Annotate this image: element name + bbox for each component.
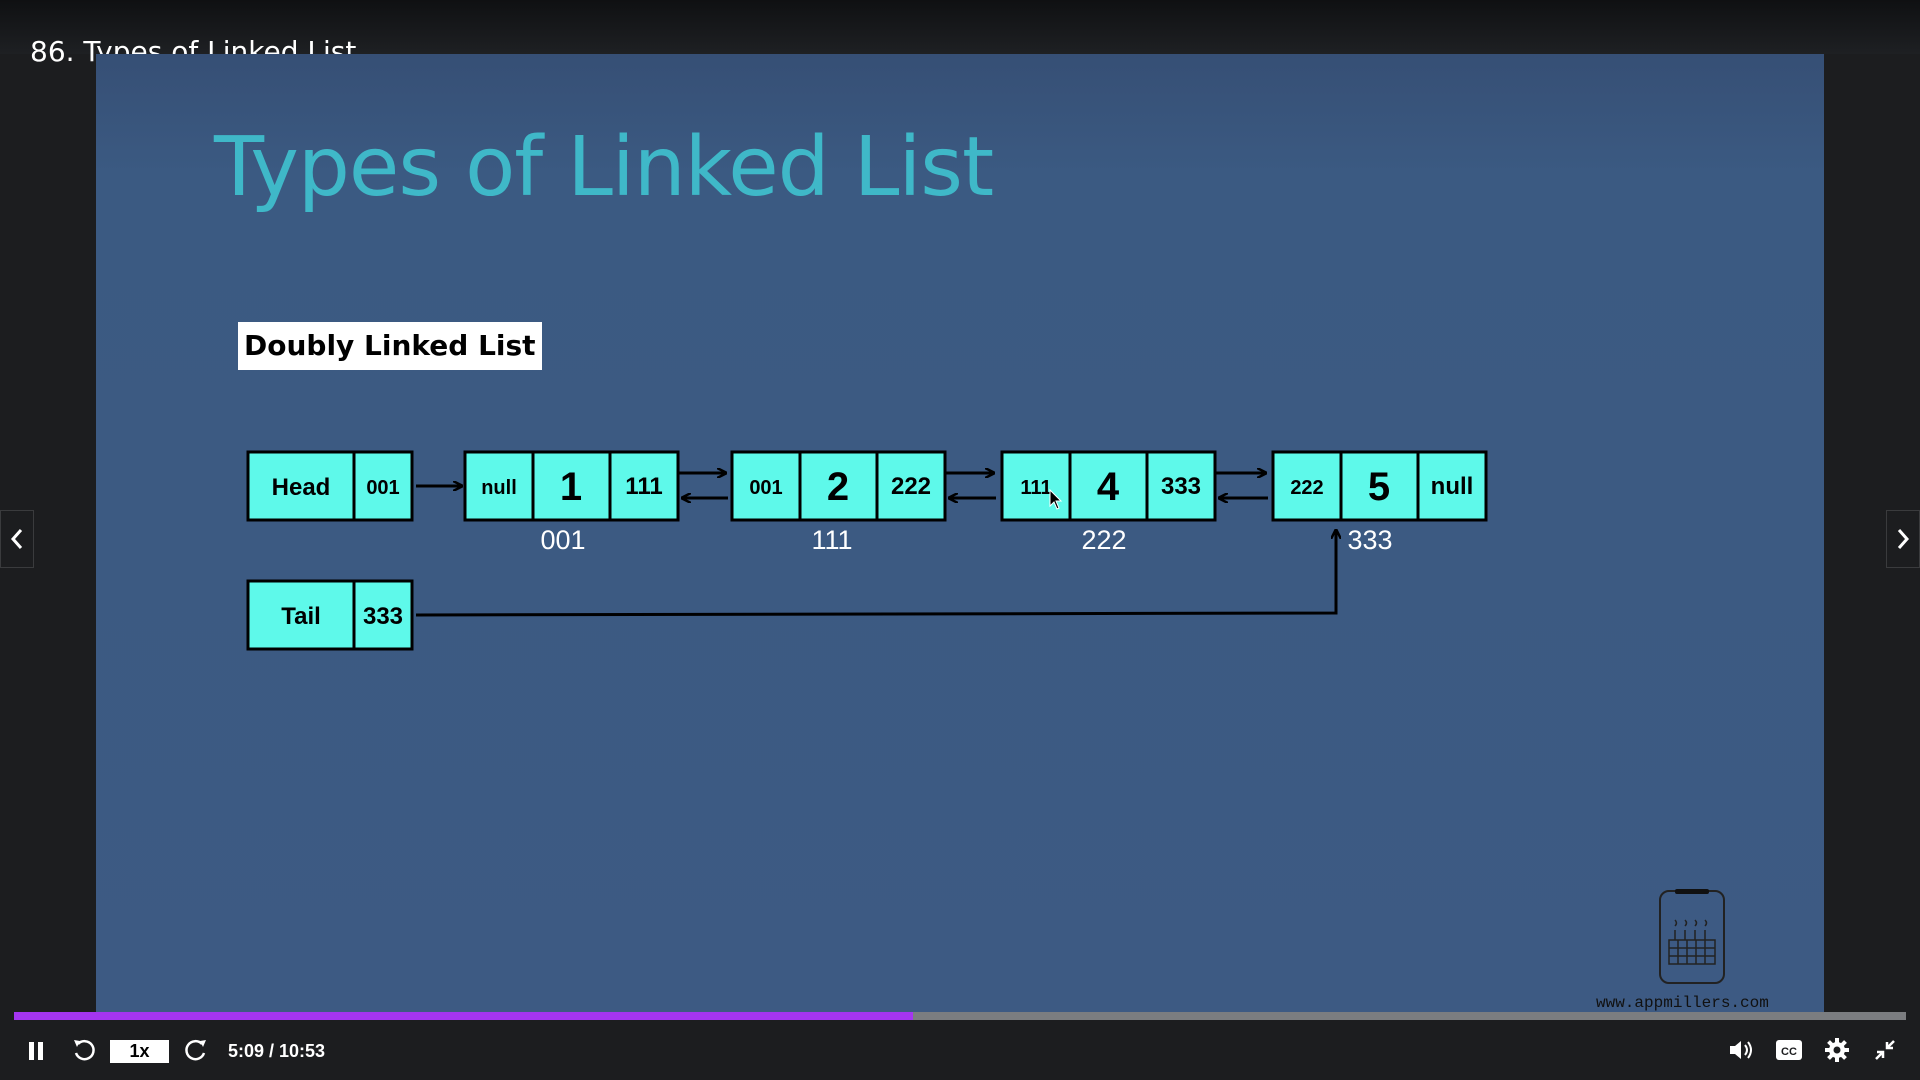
node-next-pointer: null: [1431, 473, 1474, 500]
tail-arrow: [415, 530, 1336, 617]
tail-pointer-box: Tail 333: [246, 579, 414, 651]
node-address: 333: [1347, 525, 1392, 555]
linked-list-diagram: Head 001 null 1 111 001 001 2 222 111: [246, 450, 1488, 651]
previous-lecture-button[interactable]: [0, 510, 34, 568]
exit-fullscreen-button[interactable]: [1868, 1034, 1902, 1066]
factory-icon: [1668, 919, 1716, 965]
node-prev-pointer: 111: [1020, 477, 1051, 499]
captions-button[interactable]: CC: [1772, 1034, 1806, 1066]
progress-bar-fill: [14, 1012, 913, 1020]
node-value: 4: [1097, 465, 1120, 509]
tail-label: Tail: [281, 603, 321, 630]
next-lecture-button[interactable]: [1886, 510, 1920, 568]
node-value: 2: [827, 465, 849, 509]
time-display: 5:09 / 10:53: [228, 1041, 326, 1061]
rewind-icon: [74, 1039, 95, 1061]
head-label: Head: [272, 474, 331, 501]
gear-icon: [1825, 1038, 1849, 1062]
playback-speed-button[interactable]: 1x: [110, 1040, 169, 1063]
head-pointer-value: 001: [366, 477, 399, 499]
watermark-url: www.appmillers.com: [1596, 994, 1769, 1012]
node-prev-pointer: 222: [1290, 477, 1323, 499]
node-prev-pointer: 001: [749, 477, 782, 499]
section-label: Doubly Linked List: [238, 322, 542, 370]
list-node-1: null 1 111 001: [463, 450, 680, 555]
node-address: 222: [1081, 525, 1126, 555]
slide-title: Types of Linked List: [214, 120, 994, 215]
pause-button[interactable]: [20, 1036, 52, 1066]
node-next-pointer: 333: [1161, 473, 1201, 500]
mouse-cursor-icon: [1049, 488, 1063, 510]
captions-icon: CC: [1776, 1040, 1802, 1060]
chevron-left-icon: [10, 529, 23, 549]
node-links: [678, 473, 1268, 498]
top-bar: [0, 0, 1920, 54]
forward-icon: [185, 1039, 206, 1061]
node-next-pointer: 111: [625, 473, 662, 500]
rewind-button[interactable]: [68, 1034, 100, 1066]
node-address: 111: [811, 525, 852, 555]
node-prev-pointer: null: [481, 477, 517, 499]
svg-text:CC: CC: [1781, 1046, 1797, 1058]
volume-icon: [1730, 1041, 1752, 1059]
appmillers-logo: [1659, 889, 1725, 984]
video-frame: Types of Linked List Doubly Linked List …: [96, 54, 1824, 1020]
list-node-2: 001 2 222 111: [730, 450, 947, 555]
node-address: 001: [540, 525, 585, 555]
player-controls: 1x 5:09 / 10:53 CC: [0, 1020, 1920, 1080]
list-node-3: 111 4 333 222: [1000, 450, 1217, 555]
node-value: 5: [1368, 465, 1390, 509]
node-value: 1: [560, 465, 582, 509]
chevron-right-icon: [1897, 529, 1910, 549]
list-node-4: 222 5 null 333: [1271, 450, 1488, 555]
progress-bar[interactable]: [14, 1012, 1906, 1020]
pause-icon: [29, 1042, 43, 1060]
volume-button[interactable]: [1724, 1034, 1758, 1066]
head-pointer-box: Head 001: [246, 450, 414, 522]
settings-button[interactable]: [1820, 1034, 1854, 1066]
forward-button[interactable]: [180, 1034, 212, 1066]
tail-pointer-value: 333: [363, 603, 403, 630]
node-next-pointer: 222: [891, 473, 931, 500]
exit-fullscreen-icon: [1875, 1040, 1895, 1060]
